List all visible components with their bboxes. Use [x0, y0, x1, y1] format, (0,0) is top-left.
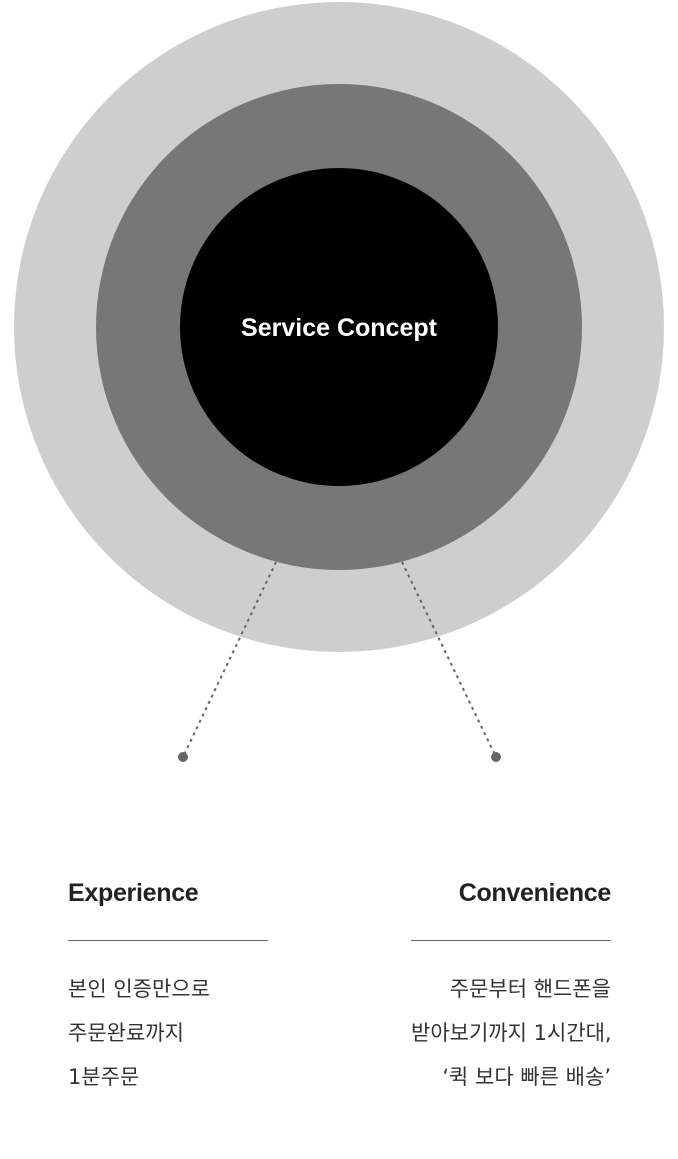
- concentric-concept-diagram: Service Concept: [14, 2, 664, 762]
- experience-line-2: 주문완료까지: [68, 1021, 184, 1045]
- convenience-line-3: ‘퀵 보다 빠른 배송’: [442, 1065, 611, 1089]
- experience-line-3: 1분주문: [68, 1065, 140, 1089]
- experience-description: 본인 인증만으로 주문완료까지 1분주문: [68, 967, 268, 1099]
- experience-divider: [68, 940, 268, 941]
- experience-line-1: 본인 인증만으로: [68, 977, 210, 1001]
- connector-left-dot: [178, 752, 188, 762]
- convenience-panel: Convenience 주문부터 핸드폰을 받아보기까지 1시간대, ‘퀵 보다…: [411, 872, 612, 1099]
- connector-left-line: [182, 561, 277, 758]
- convenience-line-1: 주문부터 핸드폰을: [449, 977, 611, 1001]
- experience-title: Experience: [68, 879, 199, 907]
- convenience-divider: [411, 940, 611, 941]
- center-label: Service Concept: [241, 314, 438, 342]
- core-circle: [180, 168, 498, 486]
- connector-right-line: [401, 561, 497, 758]
- convenience-line-2: 받아보기까지 1시간대,: [411, 1021, 612, 1045]
- convenience-description: 주문부터 핸드폰을 받아보기까지 1시간대, ‘퀵 보다 빠른 배송’: [411, 967, 612, 1099]
- connector-right-dot: [491, 752, 501, 762]
- experience-panel: Experience 본인 인증만으로 주문완료까지 1분주문: [68, 872, 268, 1099]
- convenience-title: Convenience: [458, 879, 612, 907]
